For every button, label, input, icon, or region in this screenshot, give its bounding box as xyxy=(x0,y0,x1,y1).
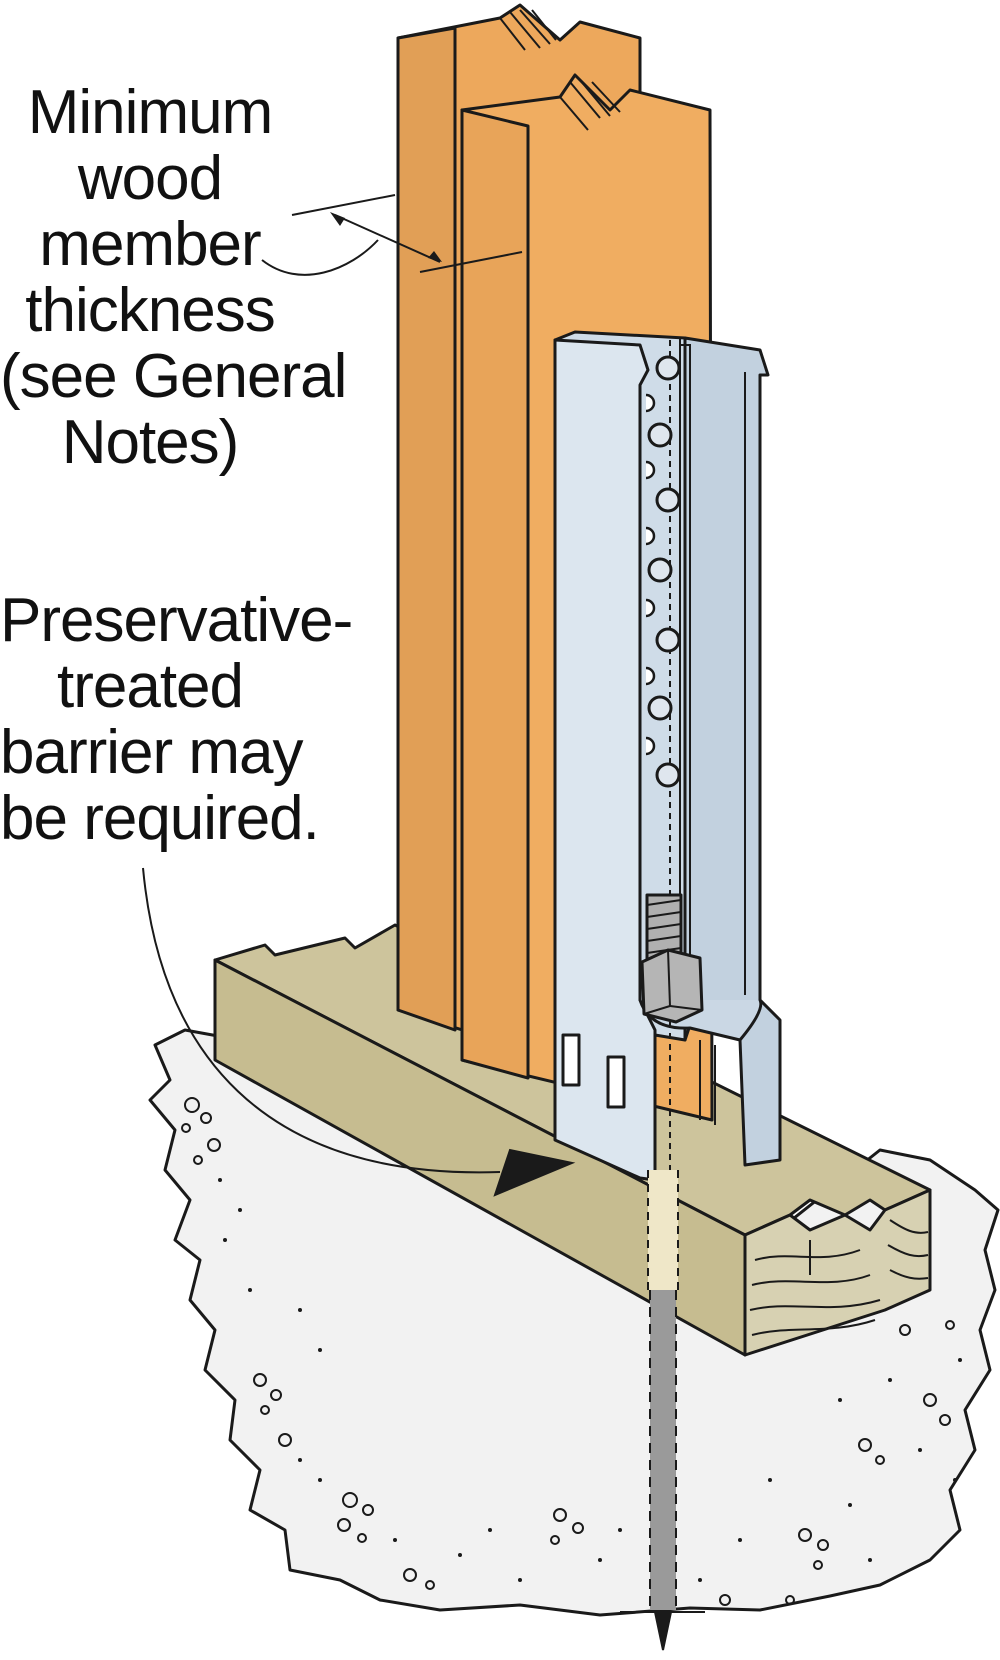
label-line: Notes) xyxy=(61,408,240,477)
minimum-thickness-label: Minimum wood member thickness (see Gener… xyxy=(0,78,347,477)
thickness-dimension xyxy=(261,194,523,276)
anchor-bolt-icon xyxy=(620,893,705,1651)
label-line: Preservative- xyxy=(0,586,353,655)
label-line: (see General xyxy=(0,342,347,411)
barrier-leader xyxy=(142,867,576,1197)
label-line: be required. xyxy=(0,784,320,853)
label-line: Minimum xyxy=(27,78,273,147)
label-line: member xyxy=(39,210,261,279)
preservative-barrier-label: Preservative- treated barrier may be req… xyxy=(0,586,353,853)
label-line: thickness xyxy=(25,276,275,345)
hold-down-bracket-icon xyxy=(553,330,782,1182)
label-line: barrier may xyxy=(0,718,304,787)
label-line: wood xyxy=(77,144,223,213)
label-line: treated xyxy=(56,652,244,721)
bracket-screws xyxy=(645,355,681,788)
